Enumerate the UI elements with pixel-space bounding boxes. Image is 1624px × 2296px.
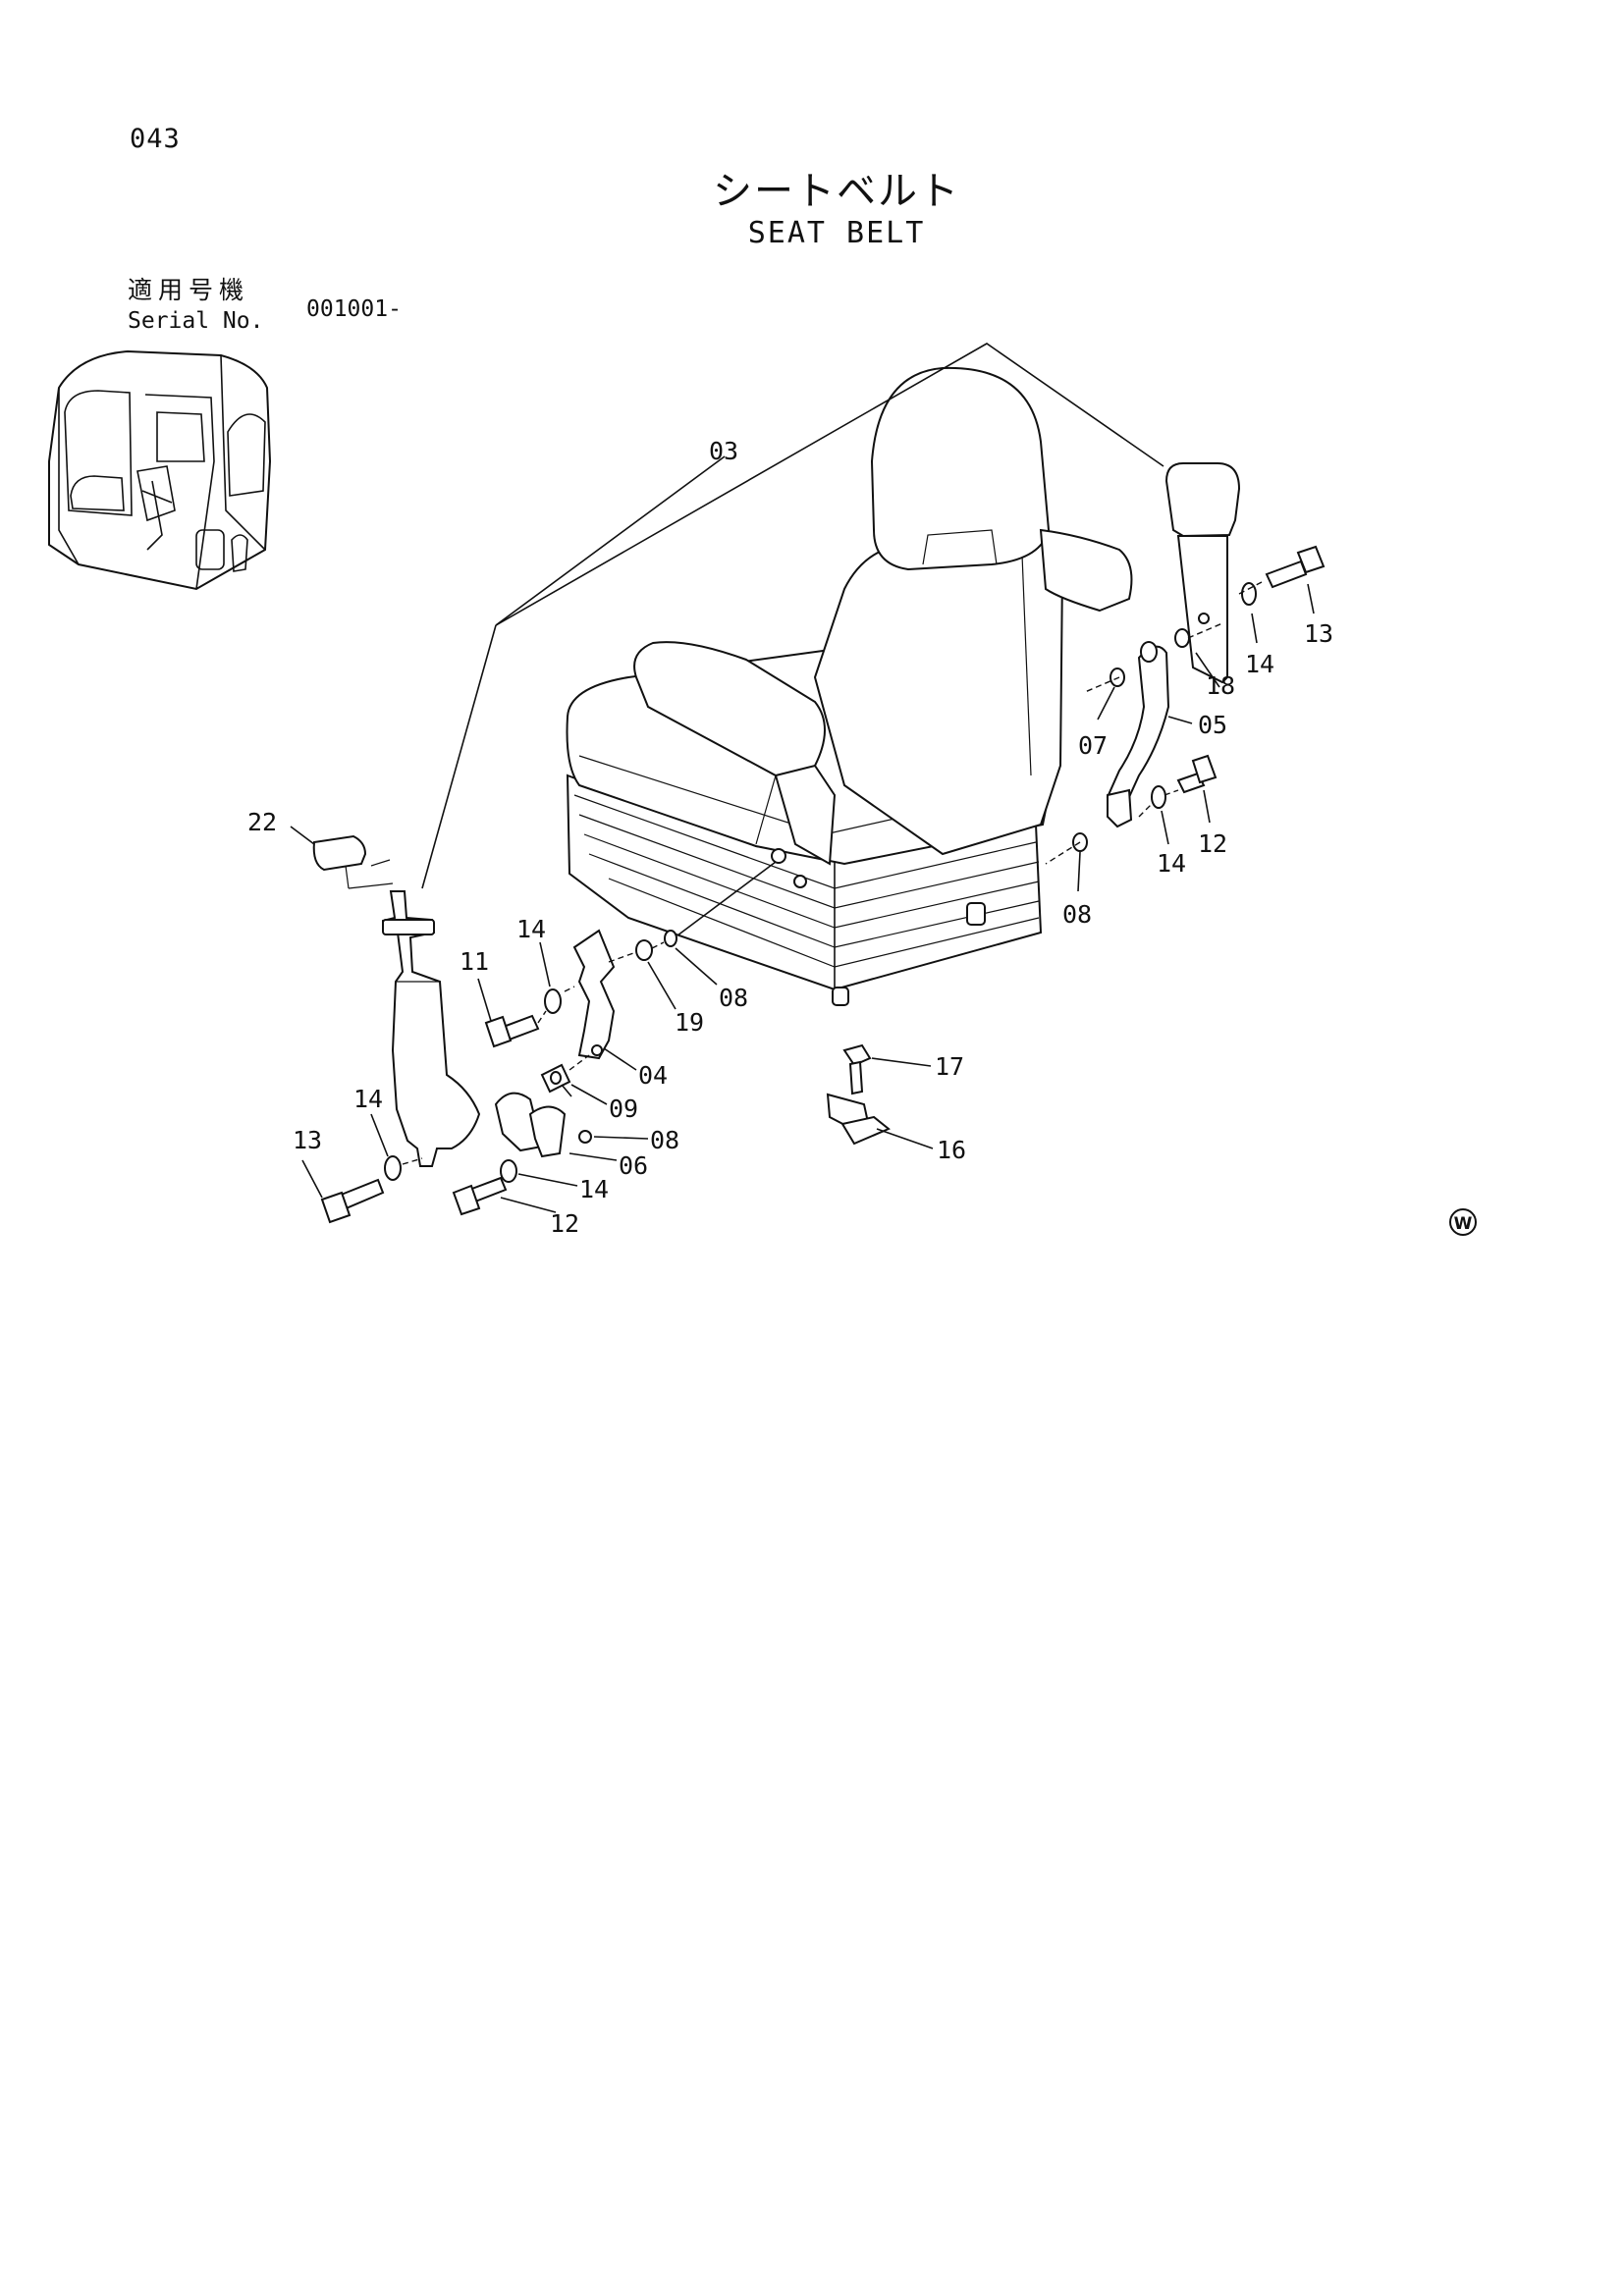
callout-19: 19 <box>675 1008 704 1037</box>
callout-17: 17 <box>935 1052 964 1081</box>
callout-22: 22 <box>247 808 277 836</box>
page-title-english: SEAT BELT <box>747 216 926 250</box>
cab-location-thumbnail <box>48 349 272 591</box>
callout-03-leader <box>495 343 1164 626</box>
callout-08b: 08 <box>719 984 748 1012</box>
callout-07: 07 <box>1078 731 1108 760</box>
callout-13a: 13 <box>1304 619 1333 648</box>
callout-labels: 03 05 07 18 14 13 12 14 08 22 14 11 19 0… <box>247 437 1333 1238</box>
page-title-japanese: シートベルト <box>713 169 960 214</box>
left-belt-buckle <box>312 834 777 1224</box>
callout-06: 06 <box>619 1151 648 1180</box>
callout-14d: 14 <box>579 1175 609 1203</box>
callout-14e: 14 <box>353 1085 383 1113</box>
callout-18: 18 <box>1206 671 1235 700</box>
right-hardware <box>1045 545 1326 865</box>
callout-12a: 12 <box>1198 829 1227 858</box>
callout-08a: 08 <box>1062 900 1092 929</box>
serial-label-japanese: 適用号機 <box>128 276 250 304</box>
serial-number-range: 001001- <box>306 296 402 322</box>
watermark-letter: W <box>1454 1214 1473 1234</box>
serial-label-english: Serial No. <box>128 308 264 334</box>
callout-16: 16 <box>937 1136 966 1164</box>
seat-assembly <box>566 366 1133 1006</box>
callout-14b: 14 <box>1157 849 1186 878</box>
watermark-mark: W <box>1449 1208 1477 1236</box>
leader-lines <box>290 583 1315 1213</box>
callout-03: 03 <box>709 437 738 465</box>
right-belt-strap <box>1106 641 1170 828</box>
clip-bracket <box>826 1043 891 1146</box>
right-belt-anchor <box>1164 462 1241 684</box>
callout-14c: 14 <box>516 915 546 943</box>
callout-12b: 12 <box>550 1209 579 1238</box>
callout-04: 04 <box>638 1061 668 1090</box>
callout-13b: 13 <box>293 1126 322 1154</box>
callout-05: 05 <box>1198 711 1227 739</box>
callout-14a: 14 <box>1245 650 1274 678</box>
callout-11: 11 <box>460 947 489 976</box>
callout-09: 09 <box>609 1095 638 1123</box>
page-number: 043 <box>130 124 181 154</box>
callout-08c: 08 <box>650 1126 679 1154</box>
